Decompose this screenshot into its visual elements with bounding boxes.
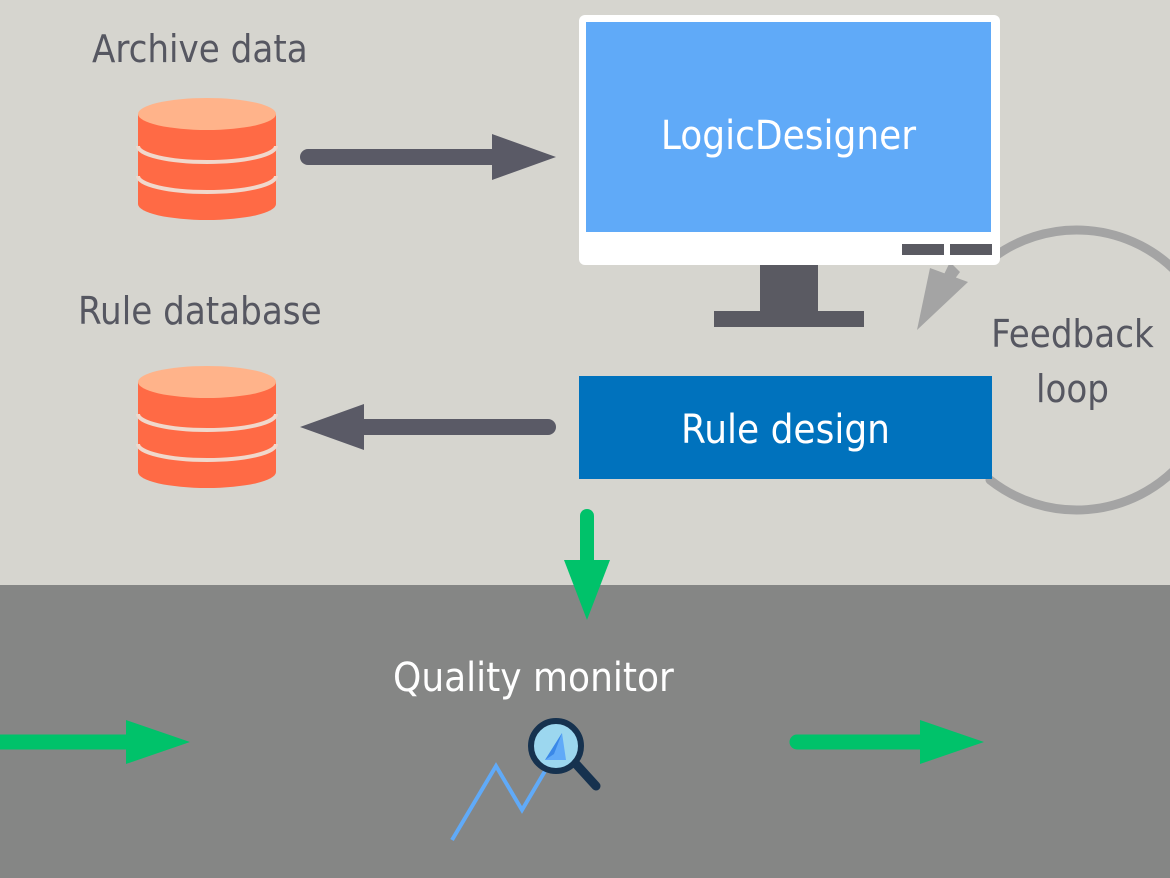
feedback-loop-label-line1: Feedback [991,312,1154,356]
arrow-icon [0,720,190,764]
arrow-icon [789,720,984,764]
arrow-icon [300,134,556,180]
arrow-icon [564,509,610,620]
monitor-button [902,244,944,255]
trend-line-icon [450,762,550,842]
database-icon [136,98,278,220]
feedback-loop-arc [985,225,1170,515]
rule-database-label: Rule database [78,289,322,333]
monitor-screen [586,22,991,232]
feedback-loop-arrowhead [917,268,968,330]
monitor-foot [714,311,864,327]
production-area [0,585,1170,878]
rule-design-box [579,376,992,479]
logic-designer-label: LogicDesigner [660,113,917,159]
monitor-button [950,244,992,255]
quality-monitor-label: Quality monitor [393,655,674,701]
monitor-icon [579,15,1000,327]
magnifier-icon [528,718,601,791]
feedback-loop-label-line2: loop [1035,367,1110,411]
monitor-neck [760,265,818,311]
rule-design-label: Rule design [680,407,890,453]
database-icon [136,366,278,488]
arrow-icon [300,404,556,450]
archive-data-label: Archive data [92,27,308,71]
